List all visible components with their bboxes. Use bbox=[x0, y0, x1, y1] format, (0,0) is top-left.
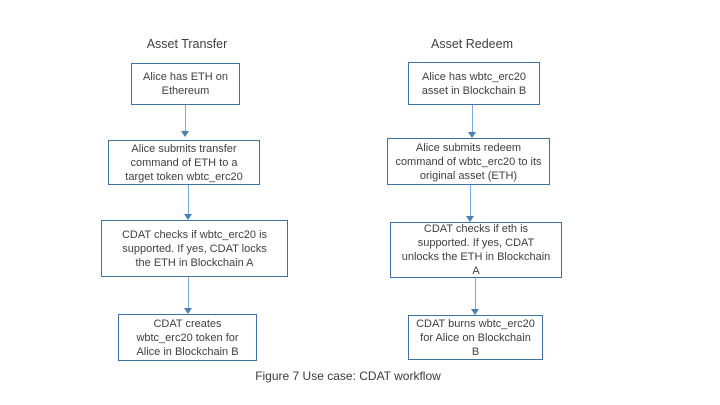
flow-box-alice-has-wbtc: Alice has wbtc_erc20 asset in Blockchain… bbox=[408, 62, 540, 105]
arrow-line bbox=[474, 278, 476, 311]
arrow-head-icon bbox=[180, 131, 189, 137]
arrow-head-icon bbox=[465, 216, 474, 222]
arrow-head-icon bbox=[183, 308, 192, 314]
down-arrow-icon bbox=[182, 277, 194, 314]
figure-caption: Figure 7 Use case: CDAT workflow bbox=[255, 369, 441, 383]
flow-box-submit-transfer-command: Alice submits transfer command of ETH to… bbox=[108, 140, 260, 185]
arrow-head-icon bbox=[467, 132, 476, 138]
down-arrow-icon bbox=[464, 185, 476, 222]
down-arrow-icon bbox=[182, 185, 194, 220]
arrow-line bbox=[187, 277, 189, 310]
arrow-line bbox=[184, 105, 186, 133]
flow-box-submit-redeem-command: Alice submits redeem command of wbtc_erc… bbox=[387, 138, 550, 185]
column-title-asset-transfer: Asset Transfer bbox=[146, 37, 228, 51]
down-arrow-icon bbox=[466, 105, 478, 138]
arrow-line bbox=[471, 105, 473, 134]
column-title-asset-redeem: Asset Redeem bbox=[431, 37, 513, 51]
flow-box-cdat-burns-token: CDAT burns wbtc_erc20 for Alice on Block… bbox=[408, 315, 543, 360]
flow-box-alice-has-eth: Alice has ETH on Ethereum bbox=[131, 63, 240, 105]
flow-box-cdat-checks-unlocks: CDAT checks if eth is supported. If yes,… bbox=[390, 222, 562, 278]
arrow-head-icon bbox=[183, 214, 192, 220]
flow-box-cdat-creates-token: CDAT creates wbtc_erc20 token for Alice … bbox=[118, 314, 257, 361]
arrow-head-icon bbox=[470, 309, 479, 315]
flow-box-cdat-checks-locks: CDAT checks if wbtc_erc20 is supported. … bbox=[101, 220, 288, 277]
arrow-line bbox=[469, 185, 471, 218]
down-arrow-icon bbox=[469, 278, 481, 315]
down-arrow-icon bbox=[179, 105, 191, 137]
arrow-line bbox=[187, 185, 189, 216]
